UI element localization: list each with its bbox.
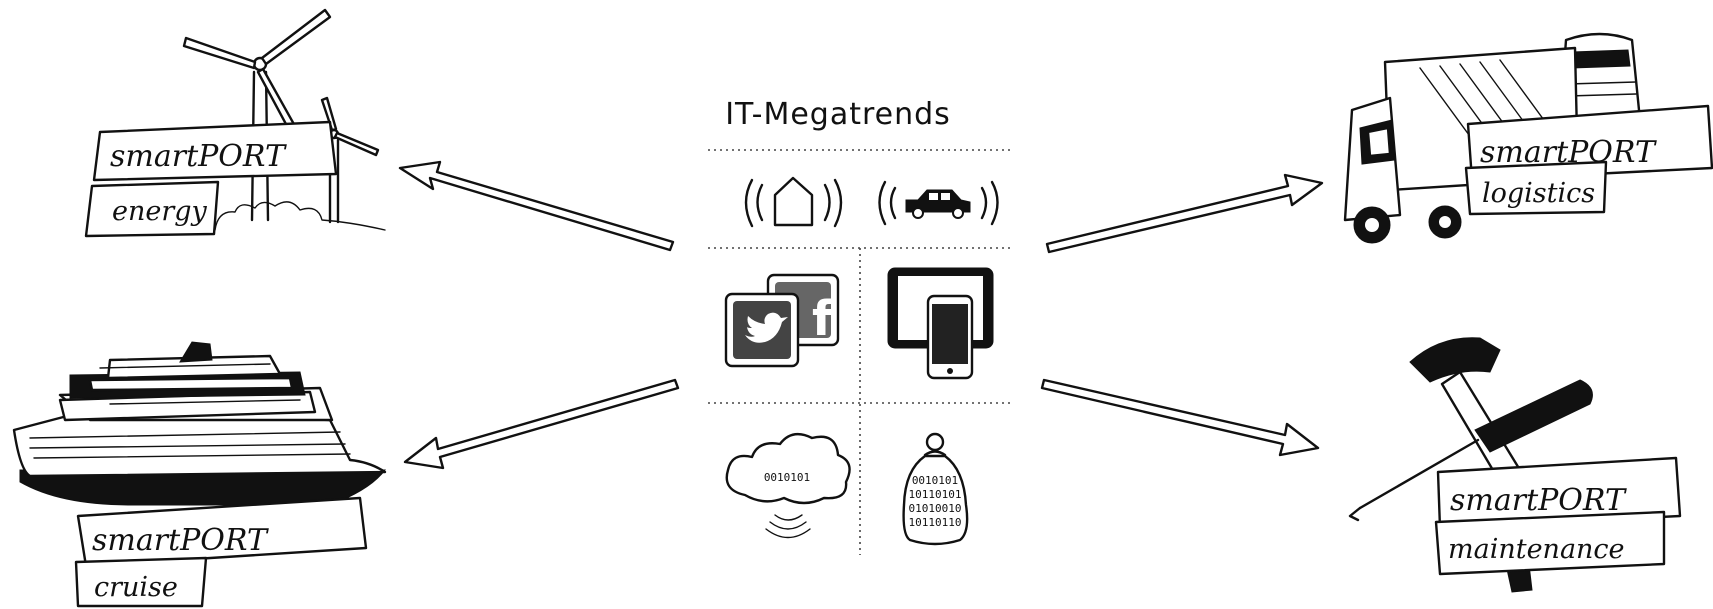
cruise-label-line1: smartPORT xyxy=(92,523,269,558)
energy-label-box-top xyxy=(92,120,338,182)
bag-bits-4: 10110110 xyxy=(909,516,962,529)
energy-label-line2: energy xyxy=(112,196,208,227)
logistics-section: smartPORT logistics xyxy=(1343,32,1713,244)
connected-car-icon xyxy=(878,180,999,226)
cruise-label-box-top xyxy=(76,496,368,568)
energy-label-box-bottom xyxy=(84,180,220,238)
cruise-section: smartPORT cruise xyxy=(12,341,387,608)
bag-bits-1: 0010101 xyxy=(912,474,958,487)
bag-bits-2: 10110101 xyxy=(909,488,962,501)
maintenance-label-box-top xyxy=(1436,456,1682,530)
smart-home-icon xyxy=(744,176,843,228)
arrow-to-cruise xyxy=(403,378,680,470)
logistics-label-line1: smartPORT xyxy=(1480,135,1657,170)
diagram-title: IT-Megatrends xyxy=(725,97,951,132)
energy-section: smartPORT energy xyxy=(84,8,386,238)
social-media-icon: f xyxy=(724,273,840,368)
megatrends-panel: IT-Megatrends f xyxy=(708,97,1012,555)
cruise-label-box-bottom xyxy=(74,556,208,608)
maintenance-section: smartPORT maintenance xyxy=(1348,337,1682,593)
big-data-bag-icon: 0010101 10110101 01010010 10110110 xyxy=(902,432,969,546)
cloud-icon: 0010101 xyxy=(725,432,851,539)
maintenance-label-box-bottom xyxy=(1434,510,1666,576)
maintenance-label-line1: smartPORT xyxy=(1450,483,1627,518)
logistics-label-box-bottom xyxy=(1464,160,1608,216)
logistics-label-box-top xyxy=(1466,104,1713,182)
cruise-label-line2: cruise xyxy=(94,572,178,603)
energy-label-line1: smartPORT xyxy=(110,139,287,174)
arrows xyxy=(398,160,1324,470)
tablet-phone-icon xyxy=(887,267,994,380)
bag-bits-3: 01010010 xyxy=(909,502,962,515)
cloud-bits: 0010101 xyxy=(764,471,810,484)
arrow-to-logistics xyxy=(1045,173,1324,254)
cruise-ship-icon xyxy=(12,341,387,506)
maintenance-label-line2: maintenance xyxy=(1448,534,1625,565)
arrow-to-energy xyxy=(398,160,675,252)
arrow-to-maintenance xyxy=(1040,378,1320,457)
hammer-screwdriver-icon xyxy=(1348,337,1593,593)
svg-text:f: f xyxy=(812,291,834,347)
logistics-label-line2: logistics xyxy=(1482,178,1595,209)
